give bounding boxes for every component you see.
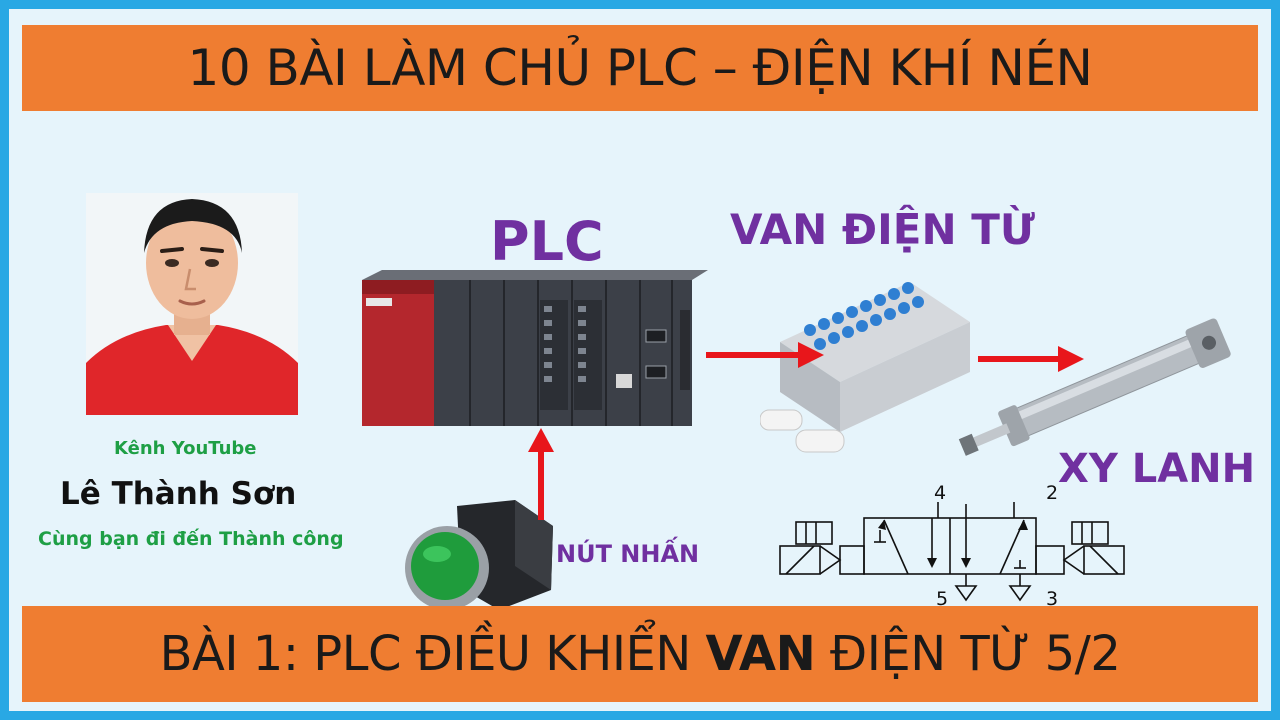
port-2-label: 2 [1046,482,1059,504]
push-button-image [405,500,553,610]
header-banner: 10 BÀI LÀM CHỦ PLC – ĐIỆN KHÍ NÉN [22,25,1258,111]
channel-label: Kênh YouTube [114,438,257,459]
port-5-label: 5 [936,588,949,610]
channel-slogan: Cùng bạn đi đến Thành công [38,528,344,550]
arrow-plc-to-valve [706,342,824,368]
cylinder-label: XY LANH [1058,446,1256,492]
arrow-valve-to-cylinder [978,346,1084,372]
button-label: NÚT NHẤN [556,540,700,568]
plc-label: PLC [490,210,604,273]
plc-rack-image [362,270,708,426]
port-4-label: 4 [934,482,947,504]
solenoid-valve-image [760,282,970,453]
valve-label: VAN ĐIỆN TỪ [730,205,1035,254]
footer-banner: BÀI 1: PLC ĐIỀU KHIỂN VAN ĐIỆN TỪ 5/2 [22,606,1258,702]
arrow-button-to-plc [528,428,554,520]
valve-5-2-symbol [779,502,1125,602]
channel-name: Lê Thành Sơn [60,476,297,512]
port-3-label: 3 [1046,588,1059,610]
presenter-photo [86,193,298,415]
footer-suffix: ĐIỆN TỪ 5/2 [815,626,1121,682]
footer-prefix: BÀI 1: PLC ĐIỀU KHIỂN [159,626,706,682]
footer-bold: VAN [705,626,816,682]
header-title: 10 BÀI LÀM CHỦ PLC – ĐIỆN KHÍ NÉN [187,39,1093,97]
pneumatic-cylinder-image [958,318,1231,456]
